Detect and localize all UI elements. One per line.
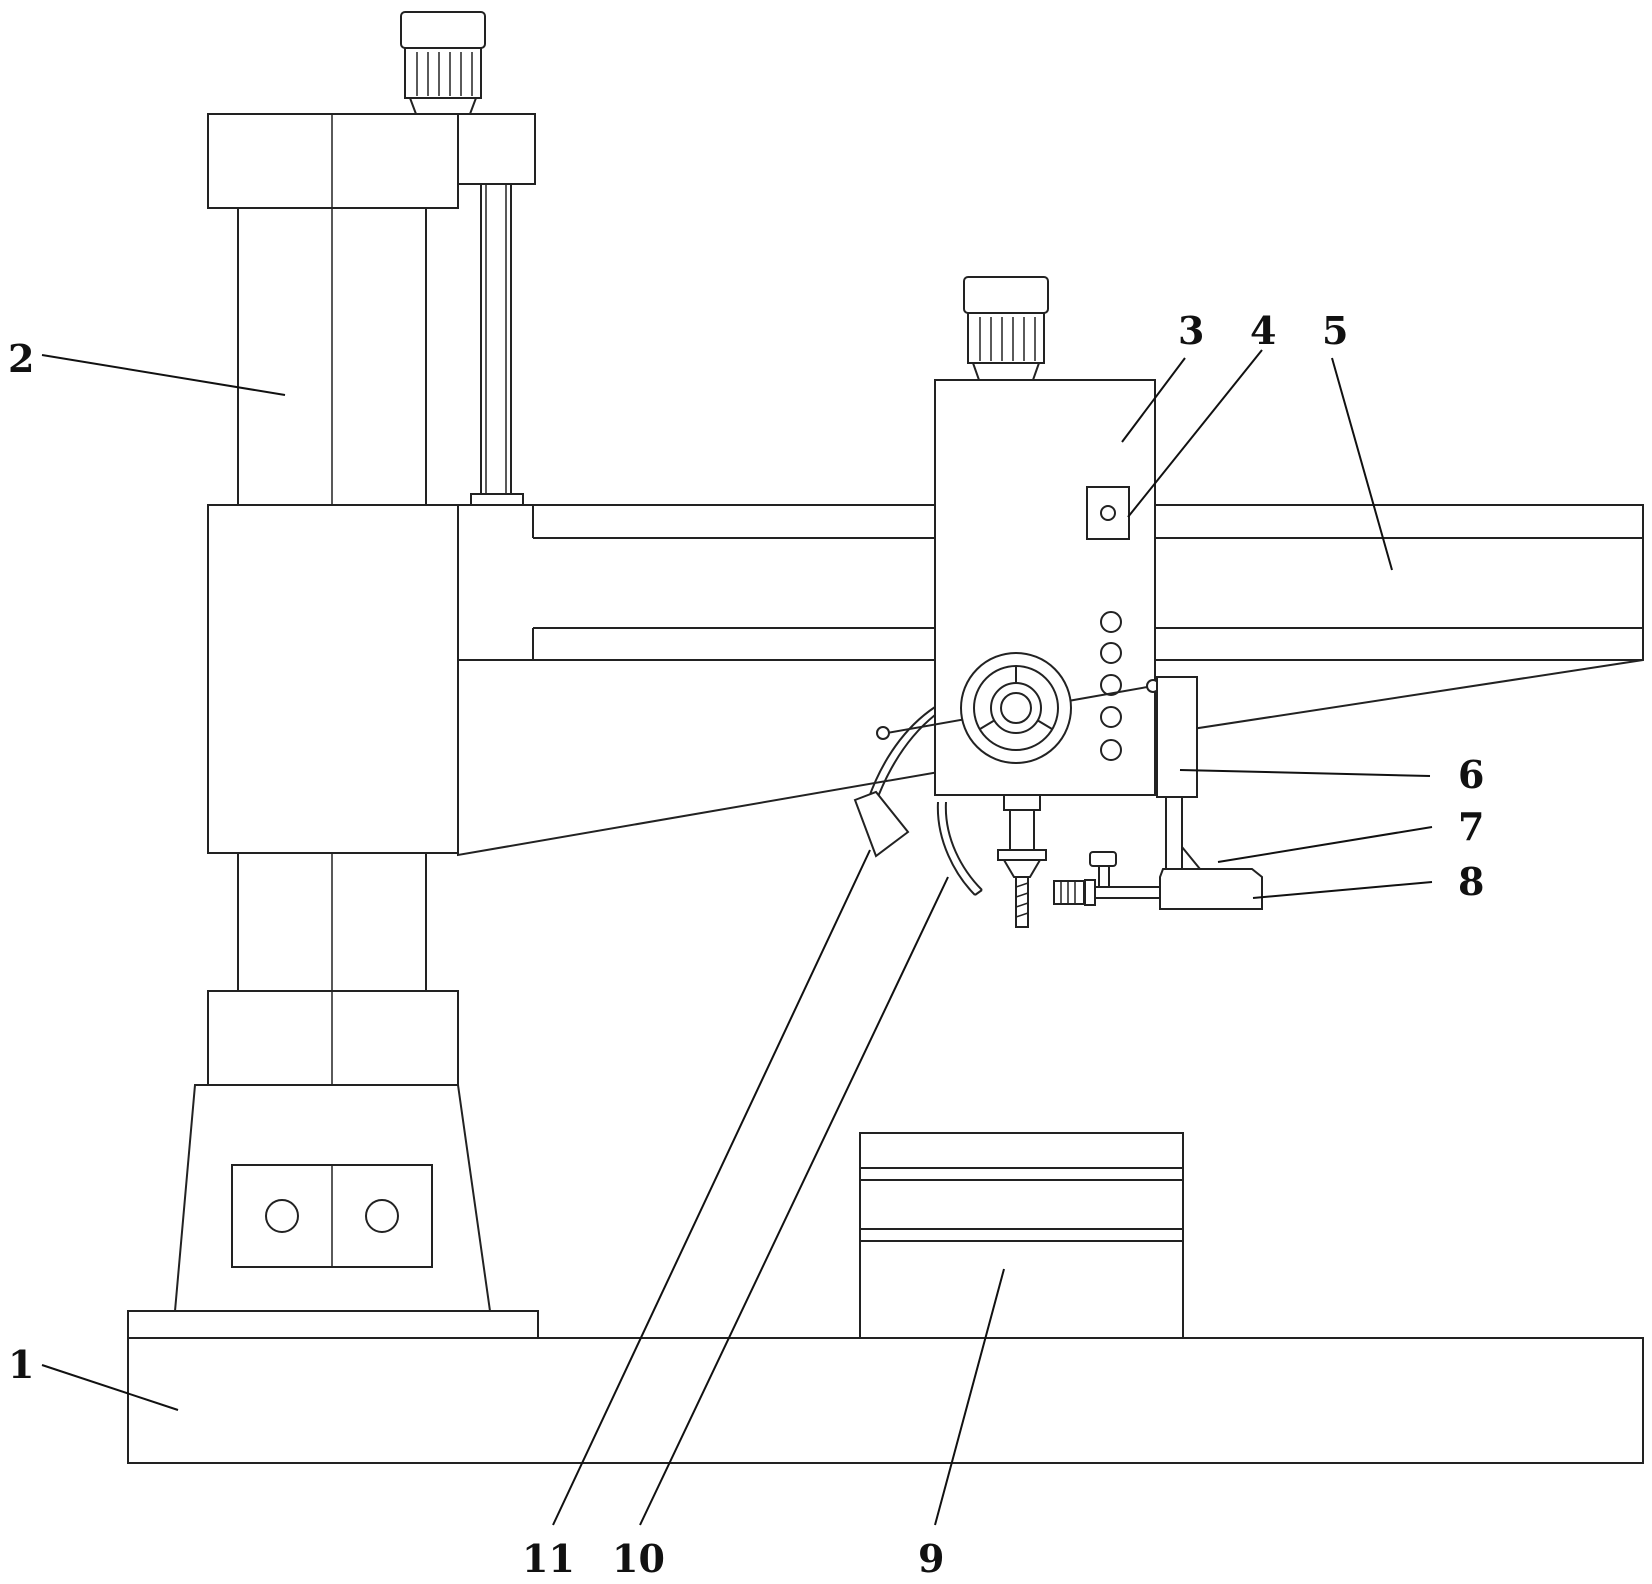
column-motor-icon [400,11,486,115]
callout-4: 4 [1250,308,1276,353]
control-button-icon [1100,611,1122,633]
callout-11: 11 [522,1536,575,1581]
head-motor-icon [963,276,1049,381]
callout-8: 8 [1458,859,1484,904]
hand-wheel-icon [876,652,1160,764]
spindle-head [876,379,1160,796]
column [207,113,536,992]
leader-lines [41,349,1433,1526]
leader-line [41,354,286,396]
lamp-nozzle [853,706,936,858]
work-table [859,1132,1184,1339]
callout-10: 10 [612,1536,665,1581]
callout-7: 7 [1458,804,1484,849]
base-plate [127,1310,1644,1464]
spindle-drill-icon [997,794,1047,928]
control-button-icon [1100,674,1122,696]
callout-labels: 1 2 3 4 5 6 7 8 9 10 11 [8,308,1484,1581]
leader-line [1127,349,1263,518]
callout-3: 3 [1178,308,1204,353]
leader-line [934,1268,1005,1526]
control-button-icon [1100,706,1122,728]
coolant-pipe [936,801,983,896]
arm-sleeve [207,504,459,854]
column-pedestal [173,990,492,1312]
leader-line [1331,357,1393,571]
callout-5: 5 [1322,308,1348,353]
leader-line [1252,881,1433,899]
leader-line [1217,826,1433,863]
pedestal-knob-left-icon [265,1199,299,1233]
control-button-icon [1100,739,1122,761]
leader-line [41,1364,179,1411]
callout-2: 2 [8,336,34,381]
leader-line [1121,357,1186,443]
callout-1: 1 [8,1342,34,1387]
side-bracket [1053,676,1263,910]
leader-line [552,849,871,1526]
control-button-icon [1100,642,1122,664]
callout-9: 9 [918,1536,944,1581]
leader-line [639,876,949,1526]
pedestal-knob-right-icon [365,1199,399,1233]
leader-line [1179,769,1431,777]
callout-6: 6 [1458,752,1484,797]
